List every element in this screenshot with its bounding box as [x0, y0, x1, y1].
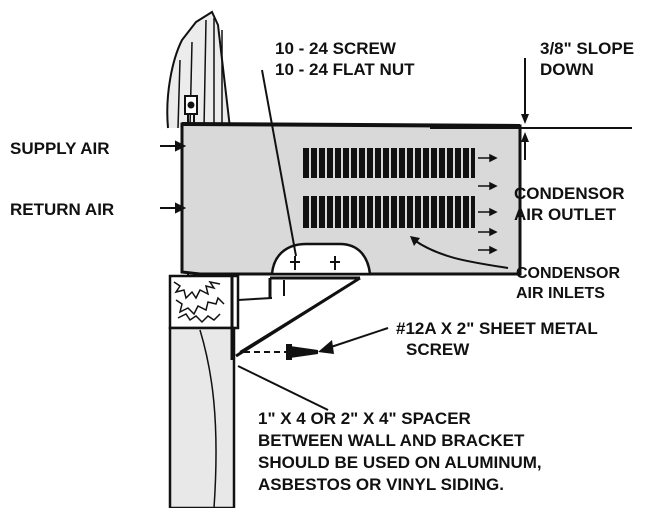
spacer-note-line3: SHOULD BE USED ON ALUMINUM,: [258, 453, 542, 472]
lower-wall: [168, 274, 240, 508]
sheet-metal-screw-line2: SCREW: [406, 340, 470, 359]
grille-slots: [309, 148, 471, 228]
slope-reference: [430, 58, 632, 160]
sheet-metal-screw-line1: #12A X 2" SHEET METAL: [396, 319, 598, 338]
sheet-metal-screw-label: #12A X 2" SHEET METAL SCREW: [396, 318, 598, 360]
condensor-inlets-line1: CONDENSOR: [516, 265, 621, 282]
wall-siding: [166, 10, 231, 129]
slope-label-line2: DOWN: [540, 60, 594, 79]
support-bracket: [230, 276, 361, 360]
spacer-leader: [237, 365, 329, 411]
spacer-note-line4: ASBESTOS OR VINYL SIDING.: [258, 475, 504, 494]
screw-label: 10 - 24 SCREW 10 - 24 FLAT NUT: [275, 38, 414, 80]
sheet-metal-screw: [244, 327, 389, 360]
spacer-note-line2: BETWEEN WALL AND BRACKET: [258, 431, 525, 450]
condensor-outlet-label: CONDENSOR AIR OUTLET: [514, 183, 625, 225]
condensor-inlets-label: CONDENSOR AIR INLETS: [516, 264, 620, 304]
screw-label-line2: 10 - 24 FLAT NUT: [275, 60, 415, 79]
slope-label-line1: 3/8" SLOPE: [540, 39, 635, 58]
supply-air-label: SUPPLY AIR: [10, 139, 110, 158]
outlet-arrows: [478, 153, 498, 255]
spacer-note: 1" X 4 OR 2" X 4" SPACER BETWEEN WALL AN…: [258, 408, 542, 496]
return-air-label: RETURN AIR: [10, 200, 115, 219]
slope-label: 3/8" SLOPE DOWN: [540, 38, 634, 80]
inlet-arrow: [410, 236, 509, 269]
condensor-inlets-line2: AIR INLETS: [516, 285, 605, 302]
screw-leader: [261, 69, 297, 257]
spacer-note-line1: 1" X 4 OR 2" X 4" SPACER: [258, 409, 471, 428]
bracket-mount: [270, 242, 372, 276]
screw-label-line1: 10 - 24 SCREW: [275, 39, 396, 58]
air-arrows: [160, 140, 187, 214]
condensor-outlet-line2: AIR OUTLET: [514, 205, 616, 224]
condensor-outlet-line1: CONDENSOR: [514, 184, 625, 203]
